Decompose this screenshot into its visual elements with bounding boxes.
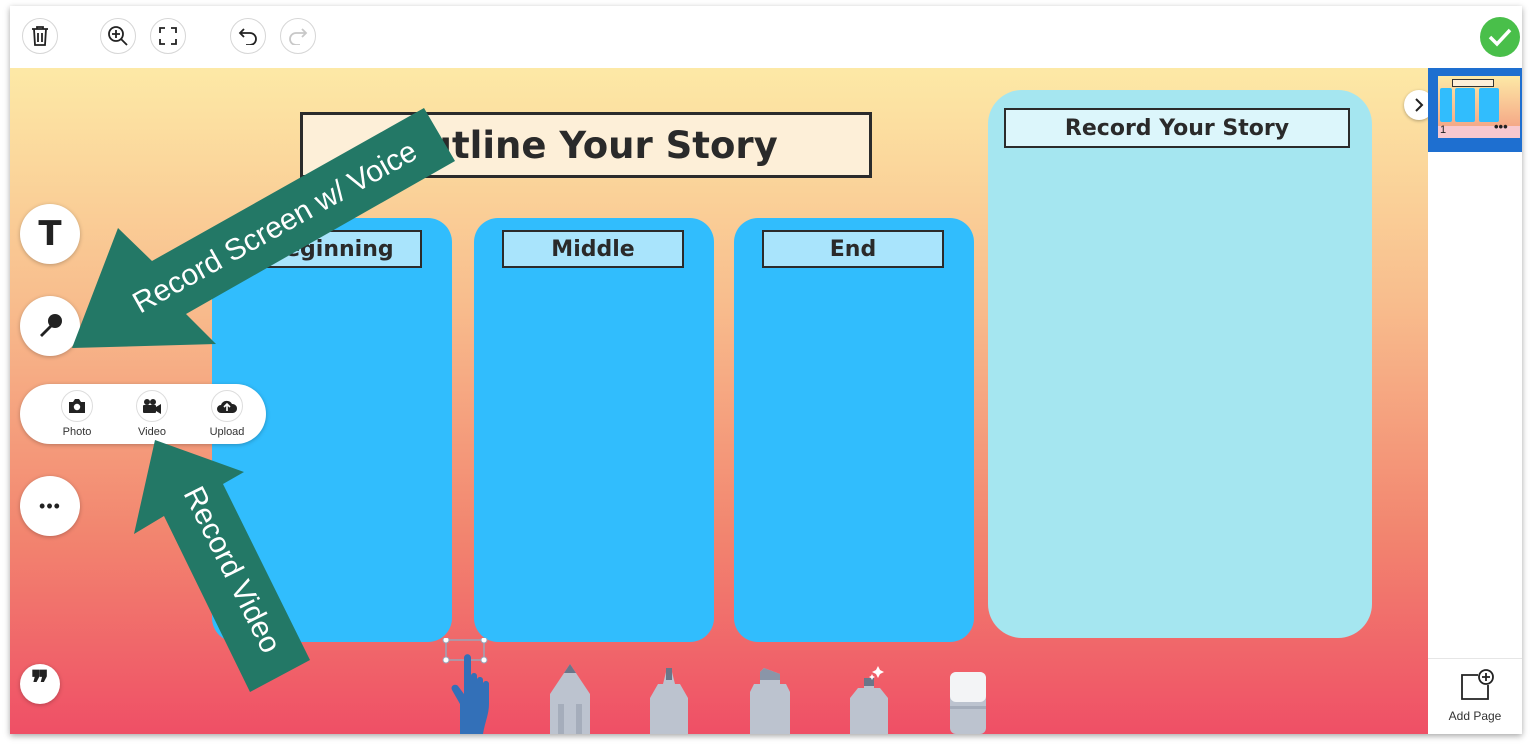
record-video-annotation-arrow: Record Video [134,440,310,692]
media-toolbar: Photo Video Upload [20,384,266,444]
spray-tool[interactable] [848,664,890,734]
photo-button[interactable]: Photo [47,390,107,438]
end-label: End [762,230,944,268]
thumb-column [1479,88,1499,122]
text-tool-button[interactable]: T [20,204,80,264]
record-story-label: Record Your Story [1004,108,1350,148]
more-icon: ••• [39,495,61,516]
trash-icon [32,26,48,46]
more-tools-button[interactable]: ••• [20,476,80,536]
upload-label: Upload [209,426,245,438]
undo-button[interactable] [230,18,266,54]
fullscreen-button[interactable] [150,18,186,54]
record-screen-annotation-label: Record Screen w/ Voice [127,135,422,320]
thumb-column [1440,88,1452,122]
add-page-label: Add Page [1448,709,1502,723]
cloud-upload-icon [217,400,238,413]
board-canvas[interactable]: Outline Your Story Beginning Middle End … [10,68,1428,734]
middle-label: Middle [502,230,684,268]
top-toolbar [10,6,1522,68]
camera-icon [69,399,85,413]
checkmark-icon [1488,28,1512,47]
thumb-column [1455,88,1475,122]
pen-tool[interactable] [650,668,688,734]
voice-record-button[interactable] [20,296,80,356]
redo-button[interactable] [280,18,316,54]
text-icon: T [38,214,62,254]
delete-button[interactable] [22,18,58,54]
video-label: Video [138,426,166,438]
quote-icon: ❞ [30,664,50,704]
story-title: Outline Your Story [394,123,778,167]
chevron-right-icon [1415,98,1424,112]
upload-button[interactable]: Upload [197,390,257,438]
eraser-tool[interactable] [948,672,988,734]
pages-panel: 1 ••• Add Page [1428,68,1522,734]
thumb-title [1452,79,1494,87]
end-column[interactable]: End [734,218,974,642]
quote-button[interactable]: ❞ [20,664,60,704]
add-page-icon [1461,669,1494,700]
microphone-icon [40,314,62,337]
done-button[interactable] [1480,17,1520,57]
thumb-footer [1438,126,1520,138]
zoom-in-button[interactable] [100,18,136,54]
redo-icon [289,28,308,45]
zoom-in-icon [108,26,128,46]
add-page-button[interactable]: Add Page [1428,658,1522,734]
video-camera-icon [143,399,161,414]
page-number: 1 [1440,124,1447,136]
pencil-tool[interactable] [550,664,590,734]
marker-tool[interactable] [750,668,790,734]
app-frame: Outline Your Story Beginning Middle End … [10,6,1522,734]
hand-select-tool[interactable] [440,638,500,734]
video-button[interactable]: Video [122,390,182,438]
middle-column[interactable]: Middle [474,218,714,642]
page-options-icon[interactable]: ••• [1494,119,1508,134]
photo-label: Photo [62,426,92,438]
page-thumbnail [1438,76,1520,138]
fullscreen-icon [159,27,177,45]
record-story-box[interactable]: Record Your Story [988,90,1372,638]
undo-icon [238,28,257,45]
record-screen-annotation-arrow: Record Screen w/ Voice [72,108,455,348]
page-thumbnail-selected[interactable]: 1 ••• [1428,68,1522,152]
